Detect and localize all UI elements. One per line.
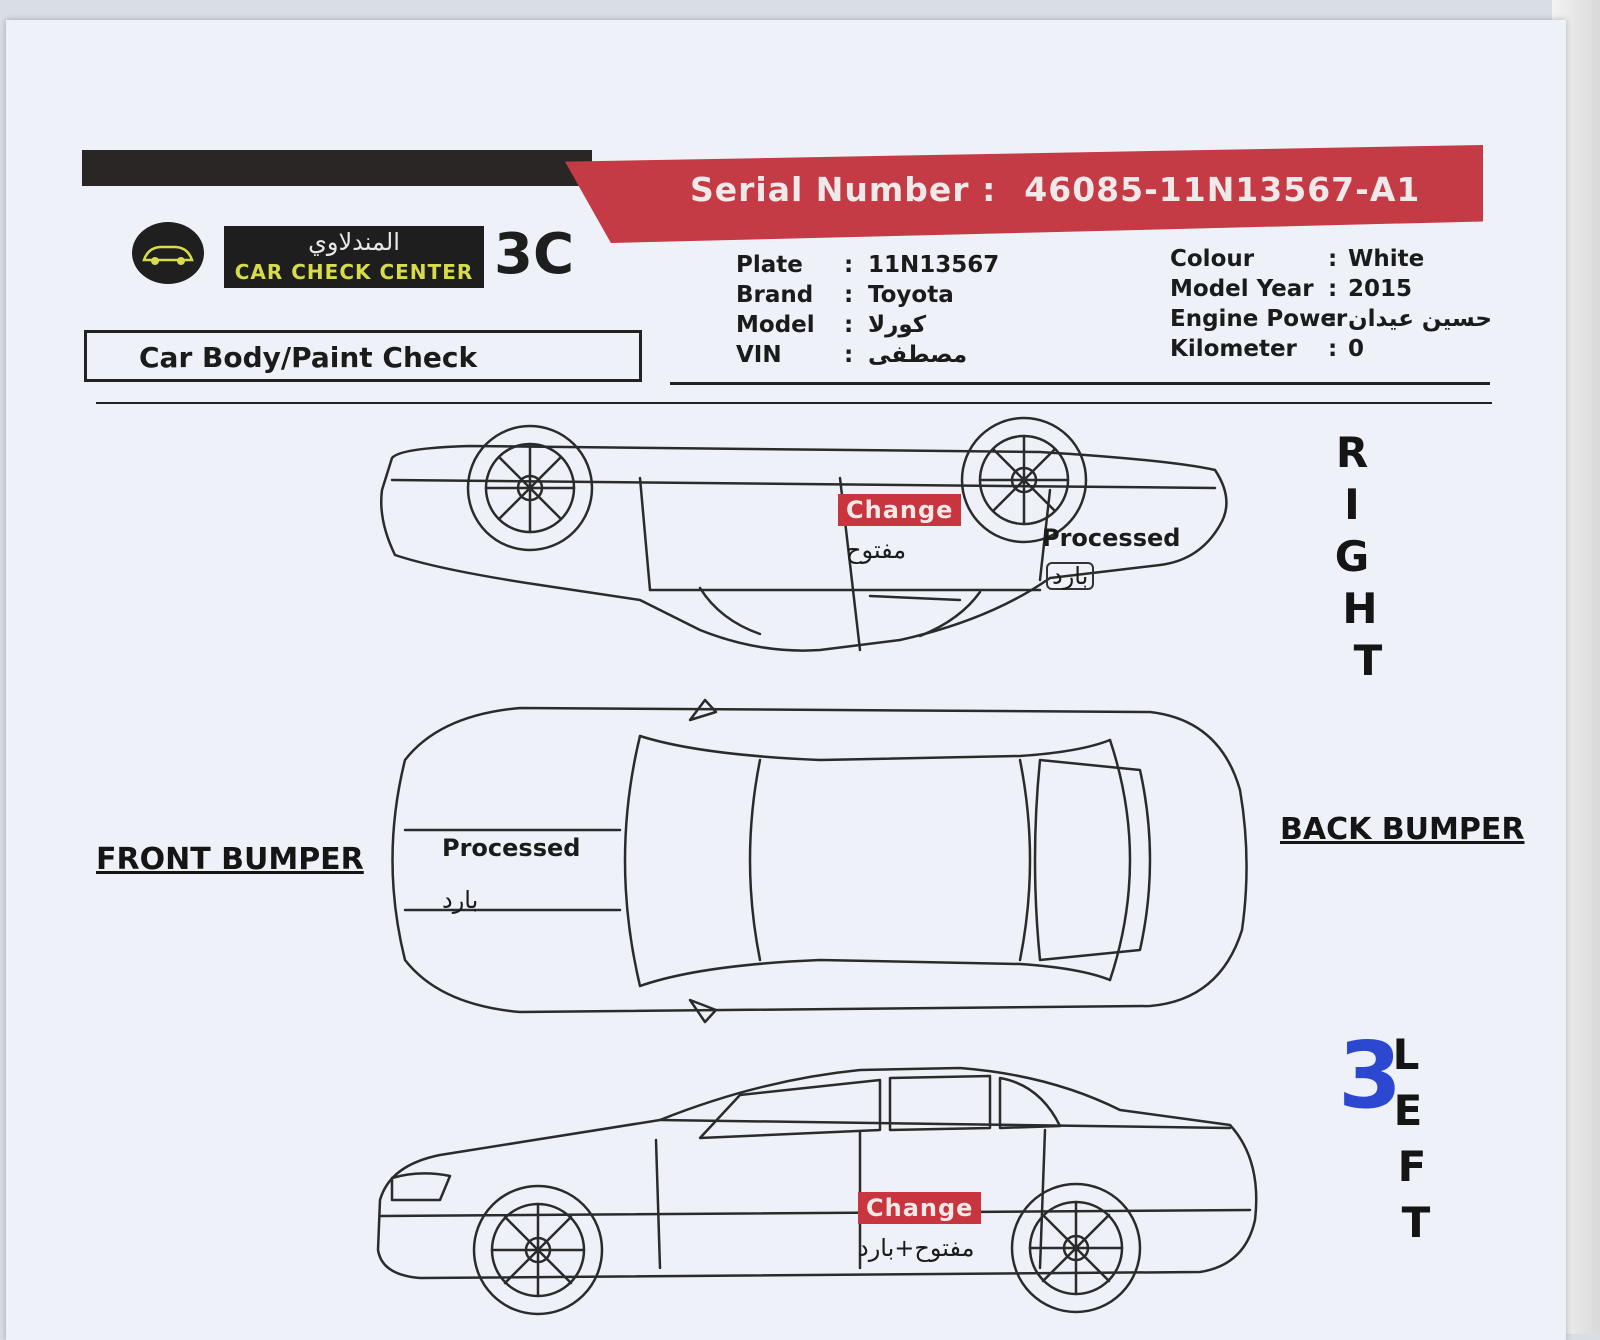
info-value: مصطفى <box>868 342 968 368</box>
logo-arabic-name: المندلاوي <box>308 228 400 256</box>
info-label: Model Year <box>1170 276 1314 302</box>
right-rear-note-ar: بارد <box>1046 562 1095 590</box>
car-logo-icon <box>132 222 204 284</box>
info-value: White <box>1348 246 1425 272</box>
right-door-change-tag: Change <box>838 494 962 526</box>
serial-label: Serial Number : <box>690 170 997 209</box>
info-value: كورلا <box>868 312 927 338</box>
left-letter: F <box>1397 1142 1427 1191</box>
right-letter: H <box>1342 584 1378 633</box>
info-value: 0 <box>1348 336 1365 362</box>
left-letter: L <box>1392 1030 1420 1079</box>
right-rear-note: Processed <box>1042 524 1181 552</box>
left-door-note: مفتوح+بارد <box>858 1234 975 1262</box>
info-value: 2015 <box>1348 276 1413 302</box>
left-door-change-tag: Change <box>858 1192 982 1224</box>
section-divider <box>96 402 1492 404</box>
info-value: 11N13567 <box>868 252 1000 278</box>
front-bumper-label: FRONT BUMPER <box>96 842 364 877</box>
right-letter: R <box>1335 428 1369 477</box>
right-letter: I <box>1344 480 1360 529</box>
info-value: حسين عيدان <box>1348 306 1492 332</box>
info-value: Toyota <box>868 282 954 308</box>
info-label: Plate <box>736 252 803 278</box>
logo-plate: المندلاوي CAR CHECK CENTER <box>224 226 484 288</box>
form-title: Car Body/Paint Check <box>139 341 478 374</box>
back-bumper-label: BACK BUMPER <box>1280 812 1525 847</box>
logo-badge: 3C <box>494 222 575 287</box>
handwritten-mark: 3 <box>1338 1022 1403 1129</box>
car-left-side-view <box>376 1066 1258 1316</box>
serial-number: Serial Number : 46085-11N13567-A1 <box>690 170 1420 209</box>
info-label: Kilometer <box>1170 336 1297 362</box>
serial-value: 46085-11N13567-A1 <box>1024 170 1421 209</box>
left-letter: T <box>1401 1198 1431 1247</box>
info-label: Brand <box>736 282 814 308</box>
hood-note: Processed <box>442 834 581 862</box>
info-label: VIN <box>736 342 782 368</box>
hood-note-ar: بارد <box>442 886 479 914</box>
form-title-box: Car Body/Paint Check <box>84 330 642 382</box>
right-letter: T <box>1353 636 1383 685</box>
car-top-view <box>391 698 1248 1024</box>
header-dark-bar <box>82 150 592 186</box>
left-letter: E <box>1393 1086 1423 1135</box>
right-door-note: مفتوح <box>846 536 907 564</box>
info-label: Engine Power <box>1170 306 1348 332</box>
info-underline <box>670 382 1490 385</box>
info-label: Model <box>736 312 815 338</box>
info-label: Colour <box>1170 246 1255 272</box>
logo-english-name: CAR CHECK CENTER <box>234 260 474 284</box>
right-letter: G <box>1334 532 1370 581</box>
